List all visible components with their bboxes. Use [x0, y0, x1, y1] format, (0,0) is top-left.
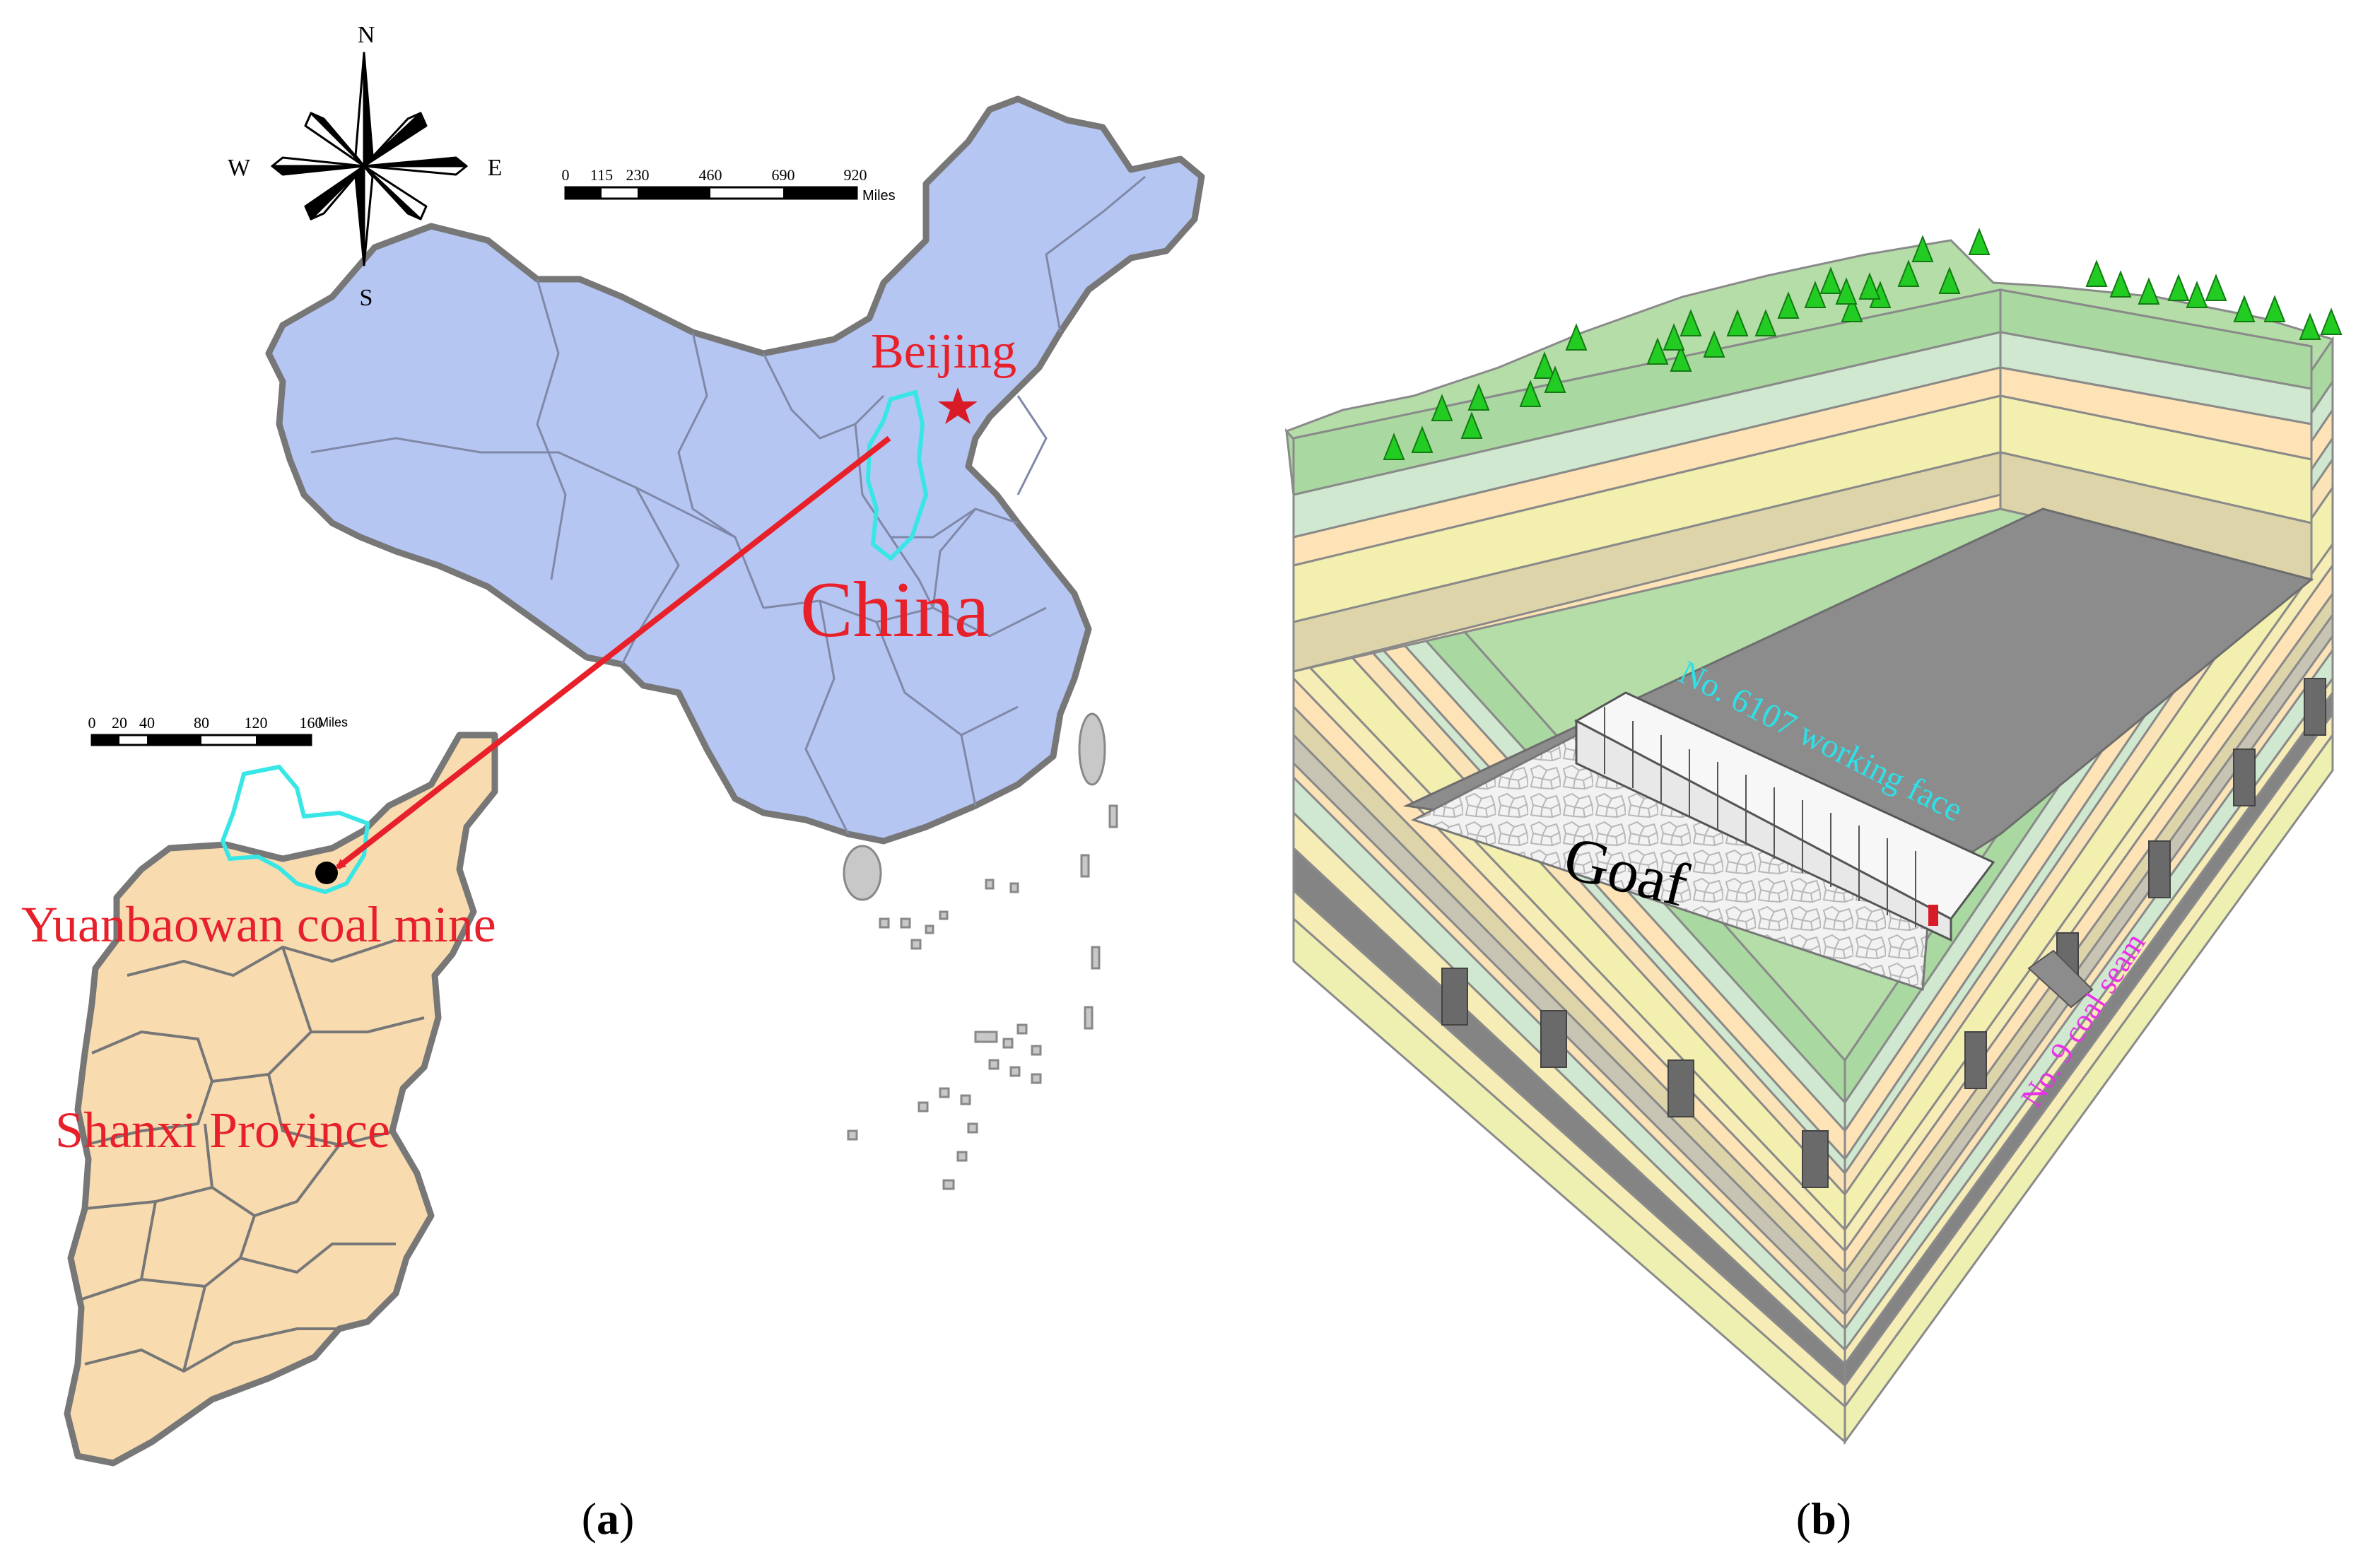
panel-b-mine-block-diagram: No. 6107 working face Goaf No. 9 coal se… — [1284, 228, 2343, 1544]
china-islands — [843, 712, 1118, 1190]
shanxi-scale-tick: 80 — [194, 714, 209, 732]
trees — [1383, 228, 2343, 460]
panel-a-caption: (a) — [582, 1493, 635, 1544]
china-scale-tick: 115 — [590, 166, 613, 184]
front-strata-layers — [1284, 428, 1846, 1445]
compass-rose: N S E W — [228, 22, 502, 311]
shanxi-scale-tick: 0 — [88, 714, 96, 732]
china-scale-tick: 0 — [562, 166, 570, 184]
shanxi-city-borders — [77, 939, 425, 1373]
china-label: China — [800, 566, 990, 654]
shanxi-scale-unit: Miles — [318, 715, 348, 729]
shanxi-province-map — [64, 732, 498, 1467]
beijing-star-icon — [938, 387, 978, 424]
china-scale-unit: Miles — [862, 188, 896, 204]
panel-b-caption: (b) — [1796, 1493, 1851, 1544]
shanxi-scale-tick: 160 — [300, 714, 323, 732]
china-scale-bar: 0 115 230 460 690 920 Miles — [562, 166, 896, 204]
mine-location-dot — [315, 862, 338, 884]
north-arrow-icon — [271, 52, 468, 266]
compass-south-label: S — [360, 285, 373, 311]
mine-label: Yuanbaowan coal mine — [21, 896, 496, 953]
shanxi-scale-bar: 0 20 40 80 120 160 Miles — [88, 714, 348, 746]
shanxi-scale-tick: 20 — [112, 714, 127, 732]
hydraulic-supports — [1573, 691, 1995, 942]
china-map-shape — [265, 95, 1205, 845]
panel-a-location-map: N S E W 0 115 230 460 690 920 Miles 0 20 — [21, 22, 1205, 1544]
coal-seam-pointer — [2027, 949, 2094, 1009]
pit-back-wall — [1292, 288, 2313, 673]
china-scale-tick: 460 — [699, 166, 722, 184]
shanxi-highlight-on-china — [865, 389, 929, 562]
shearer-icon — [1928, 905, 1938, 926]
shanxi-scale-tick: 120 — [245, 714, 268, 732]
china-scale-tick: 230 — [626, 166, 650, 184]
compass-west-label: W — [228, 155, 251, 181]
compass-north-label: N — [358, 22, 375, 48]
compass-east-label: E — [488, 155, 503, 181]
china-scale-tick: 920 — [844, 166, 867, 184]
shanxi-scale-tick: 40 — [139, 714, 155, 732]
support-pillars — [1441, 678, 2326, 1188]
china-scale-tick: 690 — [772, 166, 795, 184]
province-label: Shanxi Province — [55, 1102, 390, 1158]
location-arrow — [335, 435, 891, 870]
mine-area-highlight — [220, 764, 370, 895]
shanxi-province-shape — [64, 732, 498, 1467]
beijing-label: Beijing — [871, 324, 1016, 379]
